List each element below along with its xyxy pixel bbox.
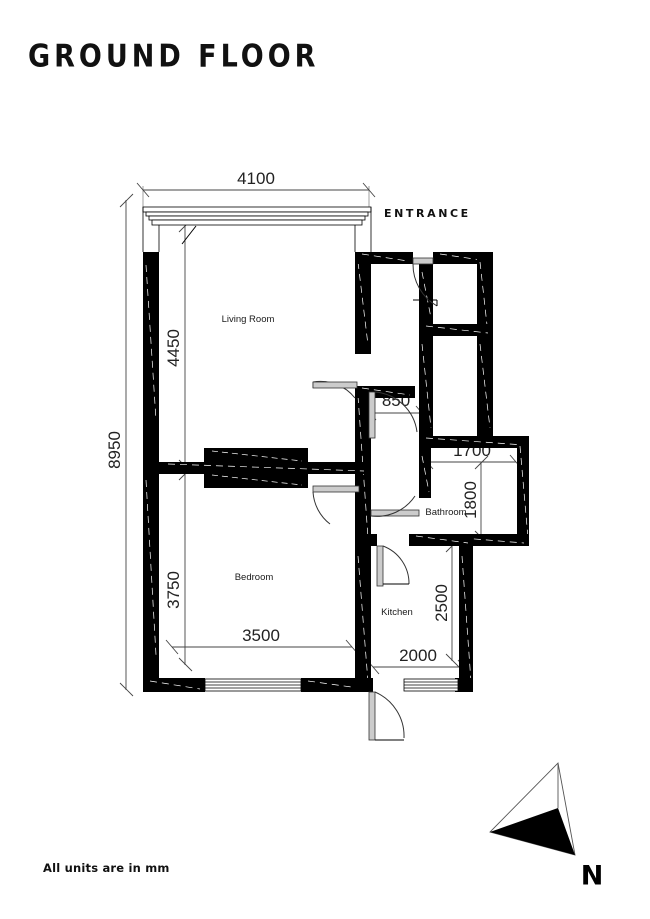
door-living-room	[312, 380, 358, 399]
room-label-living-room: Living Room	[222, 314, 275, 325]
dim-label-2000: 2000	[399, 646, 437, 665]
wall-bathroom-right	[517, 436, 529, 546]
wall-topright-room-bottom	[419, 324, 493, 336]
door-kitchen-exterior	[368, 691, 405, 741]
wall-corridor-top	[355, 252, 413, 264]
dim-label-8950: 8950	[105, 431, 124, 469]
door-entrance	[412, 257, 438, 307]
north-arrow-solid	[490, 808, 575, 855]
wall-topright-room-left	[419, 264, 433, 324]
dimension-overall-height: 8950	[105, 193, 134, 697]
dim-label-1800: 1800	[461, 481, 480, 519]
window-living-room-bay	[142, 206, 372, 252]
closet-block	[204, 448, 308, 488]
dim-label-4450: 4450	[164, 329, 183, 367]
door-bedroom	[312, 485, 360, 525]
doors-layer	[312, 257, 438, 741]
door-bathroom	[370, 495, 420, 517]
wall-exterior-left	[143, 252, 159, 690]
dimension-overall-width: 4100	[136, 169, 376, 212]
dimension-kitchen-width: 2000	[366, 646, 471, 675]
room-label-bedroom: Bedroom	[235, 572, 274, 583]
wall-kitchen-top-left	[355, 534, 377, 546]
window-kitchen	[403, 678, 459, 692]
room-label-kitchen: Kitchen	[381, 607, 413, 618]
dimension-layer: 4100 8950 4450 3750	[105, 169, 523, 697]
wall-kitchen-top-right	[409, 534, 473, 546]
dim-label-4100: 4100	[237, 169, 275, 188]
wall-kitchen-right	[459, 546, 473, 690]
door-kitchen-internal	[376, 545, 410, 587]
wall-corridor-mid	[355, 386, 415, 398]
window-bedroom	[204, 678, 302, 692]
dimension-kitchen-depth: 2500	[432, 538, 460, 668]
door-lobby	[368, 391, 418, 439]
wall-midright-left	[419, 336, 433, 436]
north-arrow-label: N	[580, 860, 604, 892]
units-note: All units are in mm	[43, 861, 170, 875]
room-labels-layer: Living Room Bedroom Bathroom Kitchen	[222, 314, 467, 618]
dim-label-2500: 2500	[432, 584, 451, 622]
dimension-bedroom-depth: 3750	[164, 466, 193, 672]
walls-layer	[142, 206, 529, 692]
entrance-label: ENTRANCE	[384, 207, 471, 220]
dim-label-3500: 3500	[242, 626, 280, 645]
dim-label-3750: 3750	[164, 571, 183, 609]
wall-living-bedroom-divider	[159, 462, 371, 474]
wall-bathroom-top	[419, 436, 529, 448]
room-label-bathroom: Bathroom	[425, 507, 466, 518]
wall-kitchen-bottom-right	[455, 678, 473, 692]
dimension-living-depth: 4450	[164, 218, 193, 474]
wall-kitchen-bottom-left	[355, 678, 373, 692]
page-title: GROUND FLOOR	[28, 38, 320, 75]
dimension-bedroom-width: 3500	[165, 626, 359, 655]
north-arrow-graphic	[489, 762, 576, 856]
dimension-bathroom-depth: 1800	[461, 455, 489, 545]
